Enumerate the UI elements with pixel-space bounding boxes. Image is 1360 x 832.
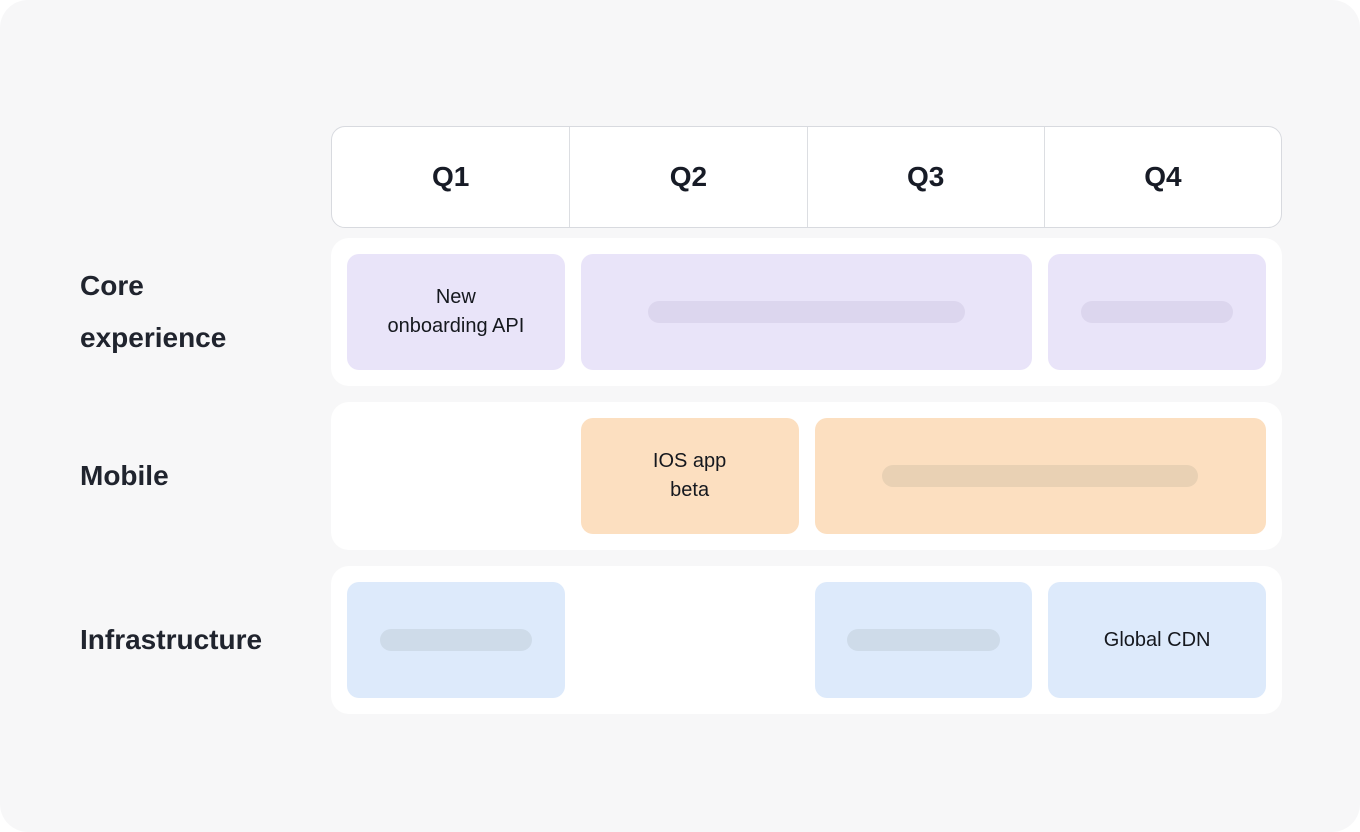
card-placeholder-mobile-q3-q4[interactable]	[814, 418, 1266, 534]
row-label-infrastructure: Infrastructure	[80, 624, 263, 655]
card-placeholder-core-q4[interactable]	[1048, 254, 1266, 370]
card-placeholder-core-q2-q3[interactable]	[580, 254, 1033, 370]
row-core-experience: Core experience New onboarding API	[0, 238, 1360, 386]
card-global-cdn[interactable]: Global CDN	[1048, 582, 1266, 698]
row-label-mobile: Mobile	[80, 460, 169, 491]
card-placeholder-infra-q1[interactable]	[347, 582, 565, 698]
card-new-onboarding-api[interactable]: New onboarding API	[347, 254, 565, 370]
row-mobile: Mobile IOS app beta	[0, 402, 1360, 550]
quarter-header: Q1 Q2 Q3 Q4	[331, 126, 1282, 228]
row-label-core-experience: Core experience	[80, 270, 227, 353]
roadmap-layout: Q1 Q2 Q3 Q4 Core experience New onboardi…	[0, 126, 1360, 714]
quarter-header-wrap: Q1 Q2 Q3 Q4	[331, 126, 1282, 228]
quarter-label-q4: Q4	[1144, 161, 1182, 192]
placeholder-bar	[847, 629, 1000, 651]
row-track-infrastructure: Global CDN	[331, 566, 1282, 714]
row-track-core-experience: New onboarding API	[331, 238, 1282, 386]
quarter-cell-q3: Q3	[806, 127, 1044, 227]
quarter-cell-q1: Q1	[332, 127, 569, 227]
quarter-label-q3: Q3	[906, 161, 945, 192]
quarter-cell-q4: Q4	[1043, 127, 1281, 227]
placeholder-bar	[882, 465, 1199, 487]
placeholder-bar	[648, 301, 965, 323]
row-track-mobile: IOS app beta	[331, 402, 1282, 550]
card-placeholder-infra-q3[interactable]	[814, 582, 1033, 698]
row-infrastructure: Infrastructure Global CDN	[0, 566, 1360, 714]
card-ios-app-beta[interactable]: IOS app beta	[580, 418, 799, 534]
placeholder-bar	[379, 629, 533, 651]
quarter-cell-q2: Q2	[569, 127, 806, 227]
quarter-label-q2: Q2	[669, 161, 708, 192]
placeholder-bar	[1080, 301, 1234, 323]
quarter-label-q1: Q1	[431, 161, 470, 192]
